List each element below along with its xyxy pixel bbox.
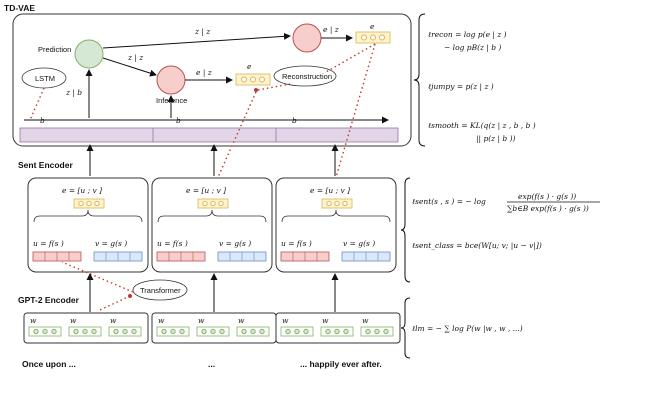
lstm-label: LSTM <box>35 74 55 83</box>
b-tn-label: b <box>292 116 297 125</box>
loss-sent: ℓsent(s , s ) = − log <box>412 197 486 206</box>
sent-eq-3: e = [u ; v ] <box>310 186 350 195</box>
reconstruction-label: Reconstruction <box>282 72 332 81</box>
prediction-label: Prediction <box>38 45 71 54</box>
transformer-label: Transformer <box>140 286 181 295</box>
b-t2-label: b <box>176 116 181 125</box>
loss-sent-num: exp(f(s ) · g(s )) <box>518 192 576 201</box>
sent-u-2: u = f(s ) <box>157 239 188 248</box>
svg-text:w: w <box>322 316 329 325</box>
e-tn-label: e <box>370 22 375 31</box>
loss-sent-class: ℓsent_class = bce(W[u; v; |u − v|]) <box>412 241 542 250</box>
loss-recon-2: − log pB(z | b ) <box>444 43 501 52</box>
gpt2-box-2: w w w <box>151 312 277 344</box>
sent-v-3: v = g(s ) <box>343 239 375 248</box>
sent-box-1: e = [u ; v ] u = f(s ) v = g(s ) <box>27 177 149 273</box>
brace-gpt2 <box>400 297 411 359</box>
svg-text:w: w <box>158 316 165 325</box>
sent-u-3: u = f(s ) <box>281 239 312 248</box>
gpt2-box-3: w w w <box>275 312 401 344</box>
brace-sent <box>400 177 411 283</box>
inference-label: Inference <box>156 96 187 105</box>
svg-text:w: w <box>110 316 117 325</box>
lstm-bar <box>19 127 399 143</box>
gpt2-box-1: w w w <box>23 312 149 344</box>
z-given-z-label: z | z <box>127 53 143 62</box>
e-given-z-2-label: e | z <box>196 68 212 77</box>
bottom-text-2: ... <box>208 359 215 369</box>
svg-text:w: w <box>198 316 205 325</box>
svg-text:w: w <box>30 316 37 325</box>
loss-recon-1: ℓrecon = log p(e | z ) <box>428 30 507 39</box>
tdvae-title: TD-VAE <box>4 3 35 13</box>
loss-sent-den: ∑b∈B exp(f(s ) · g(s )) <box>507 204 589 213</box>
z-given-b-label: z | b <box>65 88 82 97</box>
svg-text:w: w <box>238 316 245 325</box>
brace-tdvae <box>413 13 426 147</box>
inference-node <box>156 65 186 95</box>
sent-encoder-title: Sent Encoder <box>18 160 73 170</box>
svg-text:w: w <box>282 316 289 325</box>
loss-smooth-2: || p(z | b )) <box>476 134 516 143</box>
sent-eq-2: e = [u ; v ] <box>186 186 226 195</box>
loss-jumpy: ℓjumpy = p(z | z ) <box>428 82 494 91</box>
sent-box-3: e = [u ; v ] u = f(s ) v = g(s ) <box>275 177 397 273</box>
loss-lm: ℓlm = − ∑ log P(w |w , w , ...) <box>412 324 523 333</box>
svg-text:w: w <box>362 316 369 325</box>
e-given-z-n-label: e | z <box>323 25 339 34</box>
sent-eq-1: e = [u ; v ] <box>62 186 102 195</box>
bottom-text-1: Once upon ... <box>22 359 76 369</box>
z-jumpy-label: z | z <box>194 27 210 36</box>
sent-u-1: u = f(s ) <box>33 239 64 248</box>
loss-smooth-1: ℓsmooth = KL(q(z | z , b , b ) <box>428 121 536 130</box>
reconstruction-cloud <box>273 65 337 87</box>
bottom-text-3: ... happily ever after. <box>300 359 382 369</box>
gpt2-encoder-title: GPT-2 Encoder <box>18 295 80 305</box>
svg-text:w: w <box>70 316 77 325</box>
sent-v-1: v = g(s ) <box>95 239 127 248</box>
b-t1-label: b <box>40 116 45 125</box>
transformer-cloud <box>132 279 188 301</box>
prediction-node <box>74 39 104 69</box>
e-t2-label: e <box>247 62 252 71</box>
sent-box-2: e = [u ; v ] u = f(s ) v = g(s ) <box>151 177 273 273</box>
sent-v-2: v = g(s ) <box>219 239 251 248</box>
inference-node-n <box>292 23 322 53</box>
